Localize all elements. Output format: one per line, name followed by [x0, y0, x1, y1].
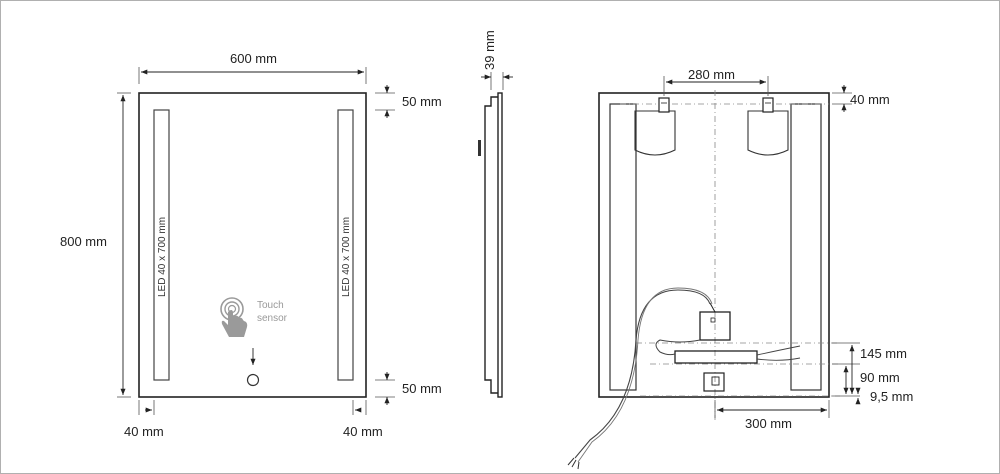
front-led-strip-right: [337, 109, 354, 381]
touch-button: [246, 373, 260, 387]
bracket-top-label: 40 mm: [850, 92, 890, 107]
dim-90-label: 90 mm: [860, 370, 900, 385]
mounting-bracket-left: [634, 97, 676, 156]
back-mirror-outline: [598, 92, 830, 398]
mounting-bracket-right: [747, 97, 789, 156]
back-view: 280 mm 40 mm 145 mm 90 mm 9,5 mm: [567, 67, 913, 470]
dim-145-label: 145 mm: [860, 346, 907, 361]
dim-95-label: 9,5 mm: [870, 389, 913, 404]
left-margin-label: 40 mm: [124, 424, 164, 439]
side-switch: [478, 140, 481, 156]
touch-label-line1: Touch: [257, 300, 284, 311]
touch-sensor-icon: [220, 297, 248, 337]
bottom-margin-label: 50 mm: [402, 381, 442, 396]
side-view: 39 mm: [478, 30, 513, 398]
bottom-width-label: 300 mm: [745, 416, 792, 431]
touch-label-line2: sensor: [257, 313, 288, 324]
front-mirror-outline: [138, 92, 367, 398]
right-margin-label: 40 mm: [343, 424, 383, 439]
front-view: LED 40 x 700 mm LED 40 x 700 mm 600 mm 8…: [60, 51, 442, 439]
depth-label: 39 mm: [482, 30, 497, 70]
led-right-label: LED 40 x 700 mm: [341, 217, 352, 297]
front-led-strip-left: [153, 109, 170, 381]
connector-box: [703, 372, 725, 392]
side-glass: [497, 92, 503, 398]
top-margin-label: 50 mm: [402, 94, 442, 109]
power-cable: [574, 289, 711, 459]
side-frame: [484, 96, 498, 394]
bracket-spacing-label: 280 mm: [688, 67, 735, 82]
led-driver: [674, 350, 758, 364]
height-label: 800 mm: [60, 234, 107, 249]
led-left-label: LED 40 x 700 mm: [157, 217, 168, 297]
back-led-channel-left: [609, 103, 637, 391]
width-label: 600 mm: [230, 51, 277, 66]
